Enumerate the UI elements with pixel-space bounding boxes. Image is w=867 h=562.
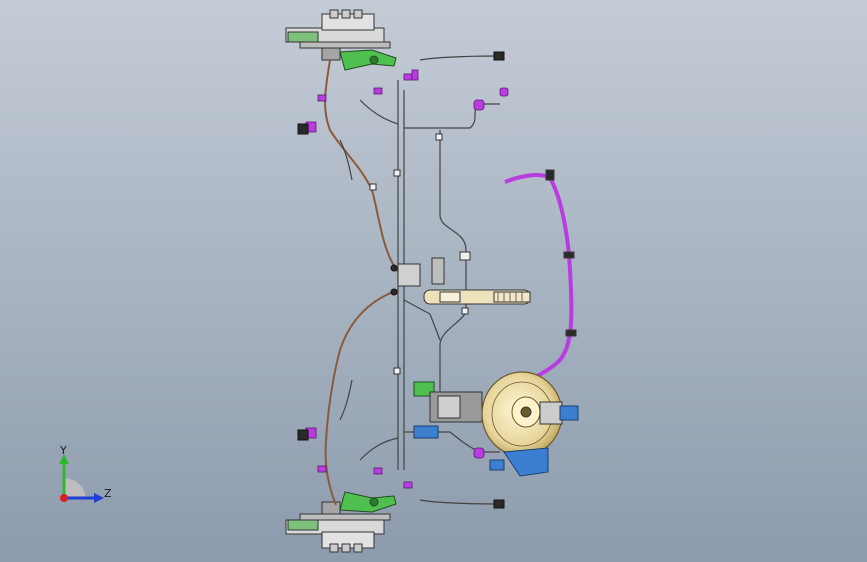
top-wheel-hub[interactable]	[285, 9, 391, 49]
triad-z-arrowhead	[94, 493, 104, 503]
triad-x-axis-dot	[60, 494, 68, 502]
triad-z-label: Z	[104, 487, 112, 500]
axis-triad: Y Z	[59, 444, 112, 503]
line-brackets[interactable]	[369, 133, 469, 375]
brake-system-assembly[interactable]	[285, 9, 579, 553]
triad-y-arrowhead	[59, 454, 69, 464]
vacuum-hose[interactable]	[504, 169, 577, 386]
top-brake-caliper[interactable]	[321, 47, 397, 71]
triad-y-label: Y	[59, 444, 67, 457]
master-cylinder[interactable]	[413, 381, 483, 439]
bottom-wheel-hub[interactable]	[285, 513, 391, 553]
handbrake-lever[interactable]	[423, 289, 531, 305]
line-end-fittings[interactable]	[297, 51, 505, 509]
hose-clips[interactable]	[305, 69, 509, 489]
center-valve-block[interactable]	[397, 251, 471, 287]
triad-quadrant	[64, 477, 86, 498]
brake-booster[interactable]	[481, 371, 579, 477]
